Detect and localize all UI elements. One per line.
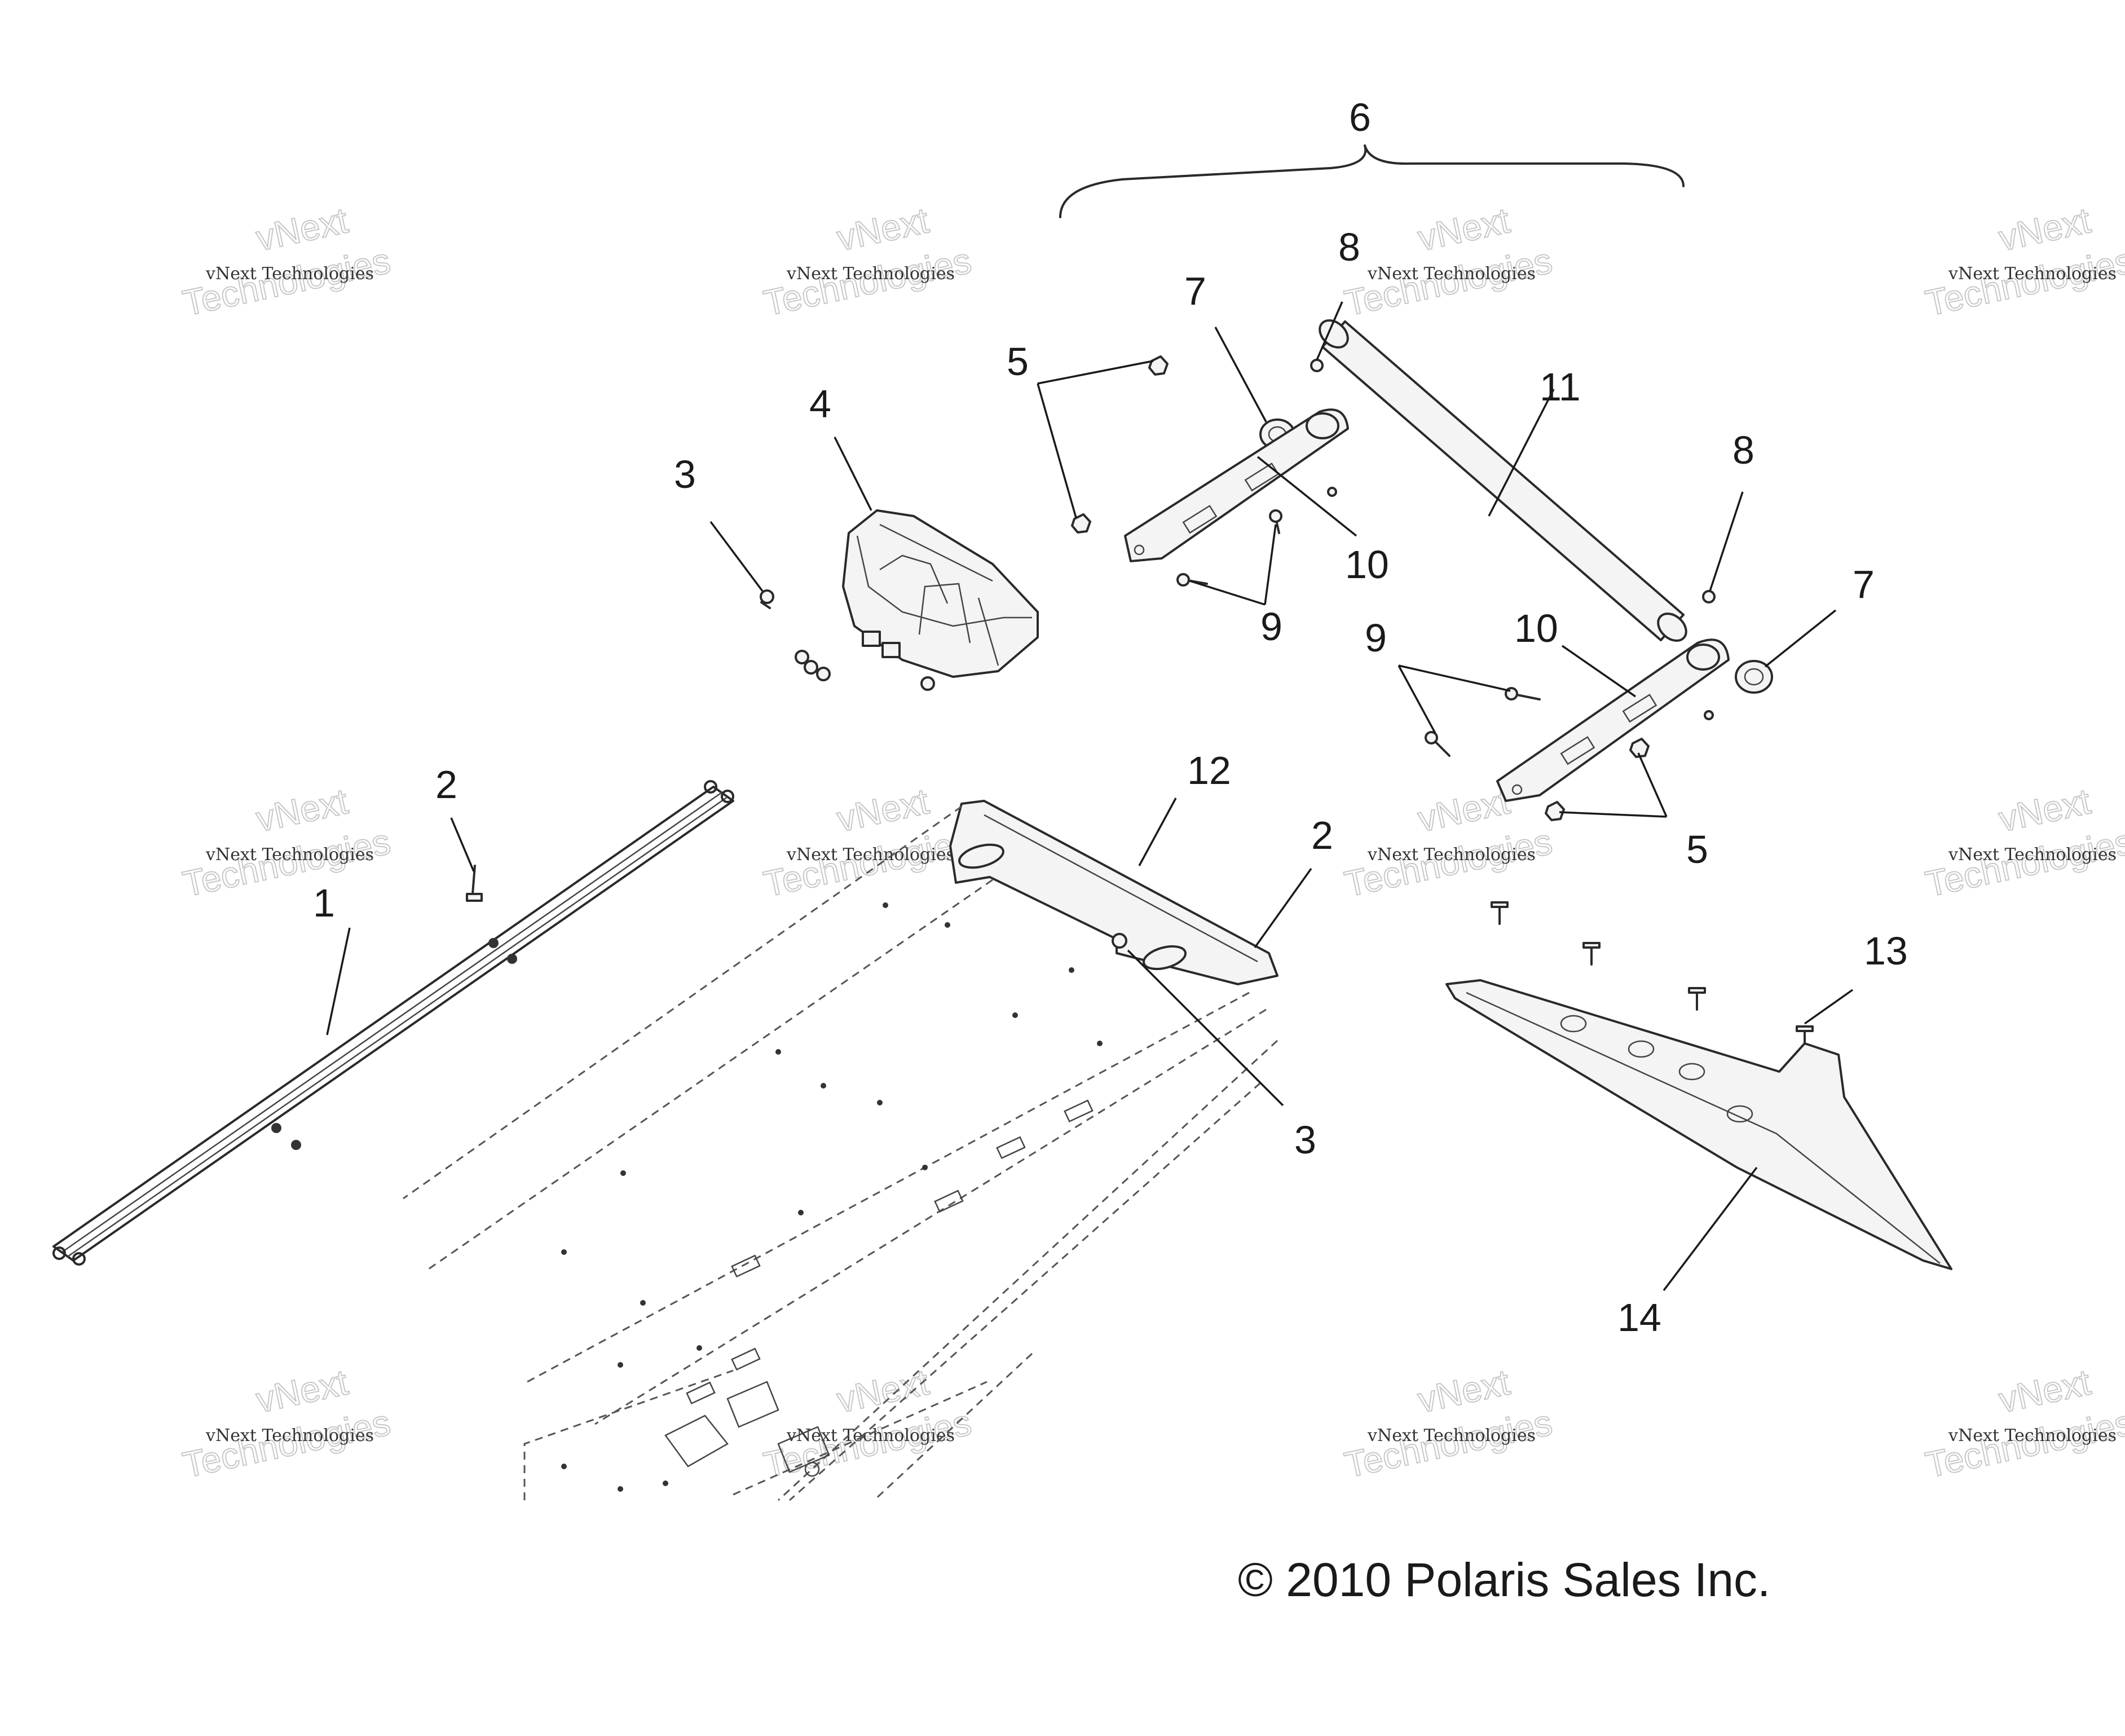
- part-3-screw-upper: [760, 589, 774, 609]
- watermark: vNext Technologies vNext Technologies: [1341, 199, 1556, 324]
- leader-lines: [326, 301, 1854, 1292]
- part-11-shaft: [1319, 319, 1687, 642]
- callout-2: 2: [1311, 813, 1333, 857]
- watermark: vNext Technologies vNext Technologies: [760, 780, 975, 905]
- callout-12: 12: [1187, 748, 1231, 792]
- part-8-fitting-extra: [1327, 487, 1337, 497]
- svg-text:vNext Technologies: vNext Technologies: [1948, 264, 2117, 284]
- callout-8: 8: [1338, 225, 1360, 269]
- callout-7: 7: [1853, 562, 1875, 606]
- svg-text:vNext Technologies: vNext Technologies: [1948, 845, 2117, 865]
- watermark: vNext Technologies vNext Technologies: [1921, 199, 2125, 324]
- callout-4: 4: [809, 382, 831, 426]
- svg-text:vNext Technologies: vNext Technologies: [205, 264, 374, 284]
- svg-text:vNext Technologies: vNext Technologies: [205, 845, 374, 865]
- svg-text:vNext Technologies: vNext Technologies: [786, 845, 955, 865]
- part-5-nut-b: [1071, 513, 1091, 534]
- watermark: vNext Technologies vNext Technologies: [1921, 1361, 2125, 1486]
- part-7-bushing-right: [1735, 660, 1773, 694]
- callout-6: 6: [1349, 95, 1371, 139]
- part-4-fasteners: [795, 650, 935, 691]
- callout-5: 5: [1686, 827, 1708, 871]
- svg-text:vNext Technologies: vNext Technologies: [1367, 1426, 1536, 1446]
- callout-9: 9: [1365, 616, 1387, 660]
- svg-text:vNext Technologies: vNext Technologies: [786, 264, 955, 284]
- part-5-nut-a: [1148, 355, 1169, 376]
- callouts: 1 2 2 3 3 4 5 5 6 7 7 8 8 9 9 10 10 11 1…: [313, 95, 1908, 1340]
- svg-text:vNext Technologies: vNext Technologies: [1367, 264, 1536, 284]
- callout-9: 9: [1260, 605, 1282, 649]
- part-2-screw-left: [466, 865, 483, 902]
- callout-5: 5: [1007, 340, 1029, 384]
- part-9-bolt-b: [1176, 573, 1208, 587]
- part-5-nut-d: [1545, 801, 1565, 821]
- part-1-rail: [52, 780, 734, 1266]
- svg-text:vNext Technologies: vNext Technologies: [1948, 1426, 2117, 1446]
- part-10-arm-upper: [1124, 408, 1349, 562]
- callout-2: 2: [435, 763, 457, 807]
- watermark: vNext Technologies vNext Technologies: [179, 1361, 394, 1486]
- part-8-fitting-upper: [1310, 359, 1324, 372]
- part-6-brace: [1059, 144, 1685, 218]
- callout-3: 3: [674, 452, 696, 496]
- part-9-bolt-d: [1425, 731, 1451, 757]
- part-14-rail: [1445, 979, 1952, 1270]
- callout-10: 10: [1345, 543, 1389, 587]
- part-5-nut-c: [1629, 738, 1650, 758]
- part-8-fitting-lower: [1702, 590, 1716, 603]
- callout-7: 7: [1184, 269, 1206, 313]
- callout-13: 13: [1864, 929, 1908, 973]
- callout-1: 1: [313, 881, 335, 925]
- copyright-text: © 2010 Polaris Sales Inc.: [1238, 1553, 1770, 1606]
- watermark: vNext Technologies vNext Technologies: [760, 1361, 975, 1486]
- part-4-cover: [842, 509, 1039, 678]
- callout-8: 8: [1732, 428, 1754, 472]
- watermark: vNext Technologies vNext Technologies: [179, 199, 394, 324]
- watermark: vNext Technologies vNext Technologies: [1341, 780, 1556, 905]
- part-9-bolt-c: [1505, 687, 1541, 700]
- svg-text:vNext Technologies: vNext Technologies: [1367, 845, 1536, 865]
- svg-text:vNext Technologies: vNext Technologies: [205, 1426, 374, 1446]
- callout-14: 14: [1617, 1296, 1661, 1340]
- callout-10: 10: [1514, 606, 1558, 650]
- watermark: vNext Technologies vNext Technologies: [1921, 780, 2125, 905]
- callout-3: 3: [1294, 1118, 1316, 1162]
- watermark: vNext Technologies vNext Technologies: [1341, 1361, 1556, 1486]
- part-10-arm-lower: [1496, 638, 1730, 802]
- callout-11: 11: [1540, 365, 1581, 409]
- watermark: vNext Technologies vNext Technologies: [179, 780, 394, 905]
- watermark: vNext Technologies vNext Technologies: [760, 199, 975, 324]
- part-9-bolt-a: [1269, 509, 1282, 534]
- part-12-tunnel: [403, 800, 1278, 1501]
- part-8-fitting-extra2: [1704, 710, 1714, 720]
